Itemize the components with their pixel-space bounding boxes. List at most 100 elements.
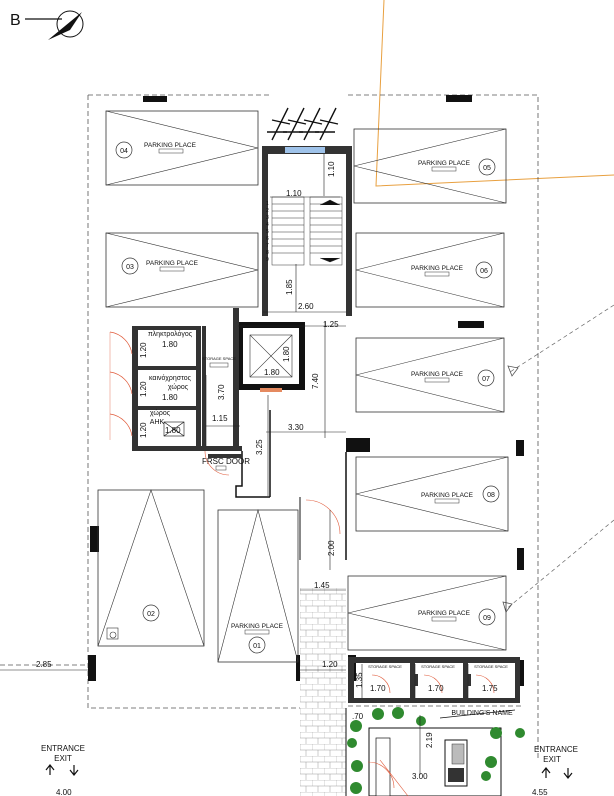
ahk-room-label-2: ΑΗΚ [150,419,165,426]
dim-label: 2.60 [298,302,314,311]
entrance-left: ENTRANCE EXIT [41,744,85,776]
buildings-name-label: BUILDING'S NAME [451,710,513,717]
parking-label: PARKING PLACE [411,265,464,272]
parking-09: 09 PARKING PLACE [347,575,507,651]
storage-label: STORAGE SPACE [474,664,508,669]
parking-02: 02 [97,489,205,647]
dim-label: 1.80 [162,340,178,349]
dim-label: 1.25 [323,320,339,329]
dimension-lines [0,154,469,775]
dim-label: 1.85 [285,279,294,295]
parking-number: 06 [480,268,488,275]
dim-label: 7.40 [311,373,320,389]
dim-label: 1.70 [428,684,444,693]
fire-door-label: FRSC DOOR [202,457,250,466]
bottom-storage: STORAGE SPACE STORAGE SPACE STORAGE SPAC… [348,657,520,703]
ahk-room-label: χώρος [150,409,171,417]
storage-room: STORAGE SPACE [202,308,239,450]
parking-number: 09 [483,615,491,622]
garden [345,708,516,796]
dim-label: 1.80 [162,393,178,402]
north-marker-label: B [10,12,21,29]
fire-door: FRSC DOOR [202,450,341,535]
parking-label: PARKING PLACE [144,142,197,149]
dim-label: 1.20 [139,381,148,397]
service-rooms [109,326,242,451]
dim-label: 1.20 [139,422,148,438]
keyboard-room-label: πληκτρολόγος [148,330,193,338]
parking-06: 06 PARKING PLACE [355,232,505,308]
dim-label: 1.75 [482,684,498,693]
entrance-right: ENTRANCE EXIT [534,745,578,779]
storage-label: STORAGE SPACE [421,664,455,669]
diagonal-guides [504,304,614,611]
bicycle-rack-icon [267,107,339,141]
dim-label: 4.00 [56,788,72,796]
parking-number: 04 [120,148,128,155]
step-number: 5 [266,229,269,235]
parking-number: 02 [147,611,155,618]
dim-label: 1.35 [355,672,364,688]
dim-label: 1.80 [264,368,280,377]
dim-label: 1.80 [165,426,181,435]
stair-core [235,146,352,322]
dim-label: 4.55 [532,788,548,796]
dim-label: 1.70 [370,684,386,693]
pavement [300,588,346,796]
dim-label: 3.25 [255,439,264,455]
buildings-name-sign: BUILDING'S NAME [451,710,513,717]
parking-number: 07 [482,376,490,383]
dim-label: 1.80 [282,346,291,362]
survey-line [375,0,614,187]
dimension-labels: 1.10 1.10 1.85 2.60 1.25 1.80 1.80 1.80 … [36,161,548,796]
step-number: 2 [266,208,269,214]
parking-number: 03 [126,264,134,271]
dim-label: 1.10 [327,161,336,177]
dim-label: 3.00 [412,772,428,781]
entrance-arrows-icon [45,764,79,776]
parking-number: 05 [483,165,491,172]
dim-label: 1.15 [212,414,228,423]
parking-label: PARKING PLACE [146,260,199,267]
step-number: 3 [266,215,269,221]
wheelchair-icon [109,631,117,639]
step-number: 1 [266,201,269,207]
parking-01: 01 PARKING PLACE [217,508,299,663]
dim-label: 3.70 [217,384,226,400]
corridor [208,410,370,560]
parking-label: PARKING PLACE [231,623,284,630]
elevator [237,322,305,392]
dim-label: 1.10 [286,189,302,198]
parking-number: 01 [253,643,261,650]
step-number: 6 [266,236,269,242]
parking-number: 08 [487,492,495,499]
parking-04: 04 PARKING PLACE [105,110,259,186]
dim-label: 1.20 [139,342,148,358]
dim-label: 1.20 [322,660,338,669]
dim-label: 2.00 [327,540,336,556]
parking-label: PARKING PLACE [418,610,471,617]
entrance-label: ENTRANCE [534,745,578,754]
step-number: 4 [266,222,269,228]
parking-label: PARKING PLACE [421,492,474,499]
storage-label: STORAGE SPACE [202,356,236,361]
exit-label: EXIT [543,755,561,764]
exit-label: EXIT [54,754,72,763]
stair-step-numbers: 1 2 3 4 5 6 7 8 9 [266,201,269,263]
bin-room-label: καινόχρηστος [149,374,192,382]
dim-label: 2.85 [36,660,52,669]
storage-label: STORAGE SPACE [368,664,402,669]
dim-label: 2.19 [425,732,434,748]
parking-03: 03 PARKING PLACE [105,232,259,308]
parking-07: 07 PARKING PLACE [355,337,505,413]
step-number: 9 [266,257,269,263]
parking-label: PARKING PLACE [418,160,471,167]
entrance-arrows-icon [541,767,573,779]
dim-label: 3.30 [288,423,304,432]
entrance-label: ENTRANCE [41,744,85,753]
arrow-tip-icon [502,365,519,613]
step-number: 8 [266,250,269,256]
dim-label: .70 [352,712,364,721]
step-number: 7 [266,243,269,249]
